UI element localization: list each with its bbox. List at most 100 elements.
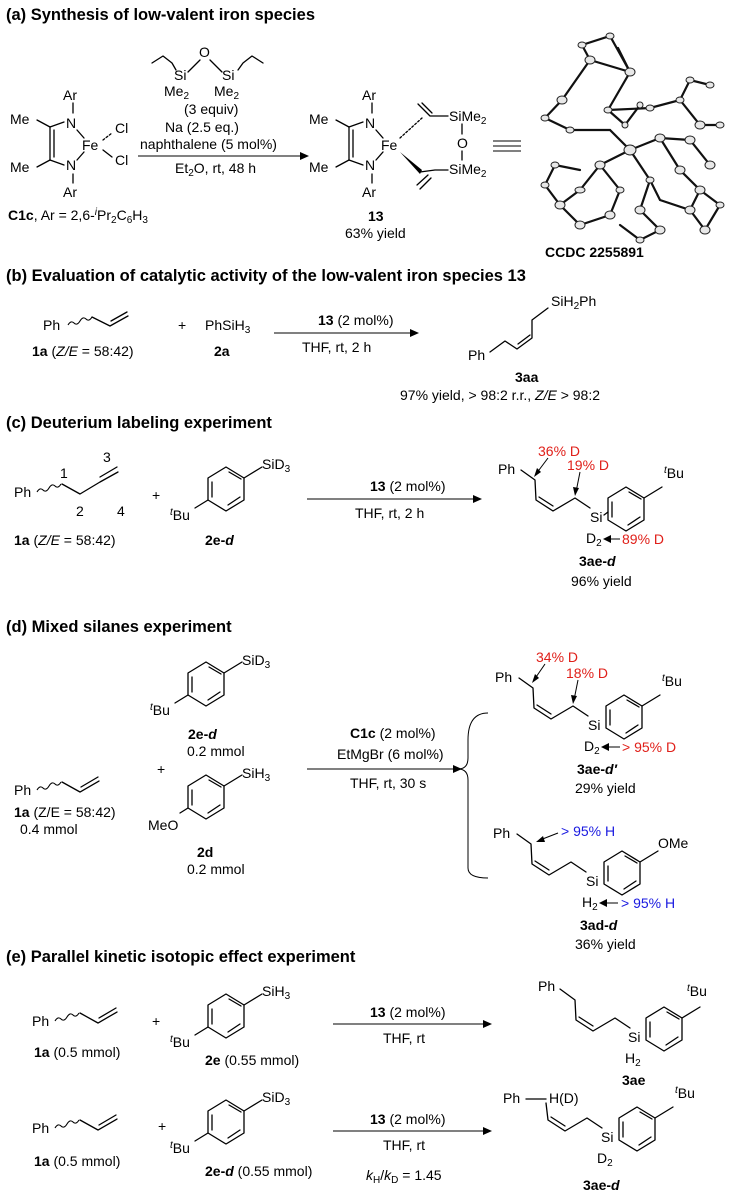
product-bracket: [457, 712, 489, 879]
svg-text:Si: Si: [588, 717, 600, 733]
compound-13-label: 13: [368, 208, 384, 224]
svg-text:4: 4: [117, 503, 125, 519]
conditions-c: THF, rt, 2 h: [355, 505, 424, 521]
svg-text:Si: Si: [601, 1129, 613, 1145]
svg-text:Ar: Ar: [362, 184, 376, 200]
svg-text:Cl: Cl: [115, 120, 128, 136]
svg-text:SiMe2: SiMe2: [449, 161, 487, 180]
label-89D: 89% D: [622, 531, 664, 547]
catalyst-e1: 13 (2 mol%): [370, 1004, 445, 1020]
label-1a-e2: 1a (0.5 mmol): [34, 1153, 120, 1169]
label-1a-d: 1a (Z/E = 58:42): [14, 804, 116, 820]
label-3aa: 3aa: [515, 369, 539, 385]
svg-text:Cl: Cl: [115, 152, 128, 168]
svg-text:Ph: Ph: [14, 782, 31, 798]
yield-3ad-d: 36% yield: [575, 936, 636, 952]
svg-text:H(D): H(D): [549, 1090, 579, 1106]
svg-text:tBu: tBu: [170, 507, 190, 523]
amount-2d: 0.2 mmol: [187, 861, 245, 877]
svg-text:N: N: [365, 115, 375, 131]
compound-13-structure: Ar N Fe N Ar Me Me SiMe2 O SiMe2: [309, 87, 487, 200]
svg-text:SiD3: SiD3: [262, 1089, 291, 1108]
svg-text:N: N: [66, 115, 76, 131]
svg-text:Si: Si: [586, 873, 598, 889]
catalyst-d: C1c (2 mol%): [350, 725, 436, 741]
crystal-structure-ortep: [540, 32, 725, 244]
label-95D: > 95% D: [622, 739, 676, 755]
catalyst-c: 13 (2 mol%): [370, 478, 445, 494]
product-3ae-d-prime: Ph Si tBu D2: [495, 663, 682, 757]
silane-2d: SiH3 MeO: [148, 765, 271, 833]
label-18D: 18% D: [566, 665, 608, 681]
label-3ae-d-e: 3ae-d: [583, 1177, 620, 1193]
substrate-1a-c: Ph 1 3 2 4: [14, 449, 125, 519]
svg-text:D2: D2: [597, 1150, 613, 1169]
svg-text:H2: H2: [625, 1050, 641, 1069]
svg-text:tBu: tBu: [662, 673, 682, 689]
conditions-e2: THF, rt: [383, 1137, 425, 1153]
equivalence-symbol: [493, 140, 521, 152]
svg-text:D2: D2: [586, 530, 602, 549]
label-95H-b: > 95% H: [621, 895, 675, 911]
yield-3ae-d-prime: 29% yield: [575, 780, 636, 796]
catalyst-b: 13 (2 mol%): [318, 312, 393, 328]
c1c-caption: C1c, Ar = 2,6-iPr2C6H3: [8, 207, 148, 226]
svg-text:Si: Si: [628, 1029, 640, 1045]
svg-text:SiH2Ph: SiH2Ph: [551, 293, 596, 312]
label-2a: 2a: [214, 343, 230, 359]
section-c-title: (c) Deuterium labeling experiment: [6, 414, 272, 432]
plus-e2: +: [158, 1118, 166, 1134]
svg-text:Ph: Ph: [43, 317, 60, 333]
section-e-title: (e) Parallel kinetic isotopic effect exp…: [6, 948, 356, 966]
label-3ae-d-c: 3ae-d: [579, 553, 616, 569]
svg-text:OMe: OMe: [658, 835, 689, 851]
label-36D: 36% D: [538, 443, 580, 459]
svg-text:O: O: [457, 135, 468, 151]
c1c-structure: Ar N Fe N Ar Me Me Cl Cl: [10, 87, 128, 200]
svg-text:Si: Si: [222, 67, 234, 83]
conditions-d: THF, rt, 30 s: [350, 775, 426, 791]
svg-text:2: 2: [76, 503, 84, 519]
reagent-equiv: (3 equiv): [184, 101, 238, 117]
silane-2e-d-d: SiD3 tBu: [150, 652, 271, 718]
conditions-a: Et2O, rt, 48 h: [175, 160, 256, 179]
label-2e-d-e: 2e-d (0.55 mmol): [205, 1163, 312, 1179]
svg-text:Fe: Fe: [381, 137, 398, 153]
svg-text:Me: Me: [10, 111, 30, 127]
kie-value: kH/kD = 1.45: [366, 1167, 442, 1186]
svg-text:tBu: tBu: [170, 1140, 190, 1156]
silane-2a: PhSiH3: [205, 317, 251, 336]
plus-e1: +: [152, 1013, 160, 1029]
reagent-naphthalene: naphthalene (5 mol%): [140, 136, 277, 152]
svg-text:1: 1: [60, 465, 68, 481]
amount-1a-d: 0.4 mmol: [20, 821, 78, 837]
label-3ae: 3ae: [622, 1072, 646, 1088]
product-3ad-d: Ph Si OMe H2: [493, 825, 689, 913]
substrate-1a-b: Ph: [43, 311, 129, 333]
svg-text:Ph: Ph: [498, 461, 515, 477]
product-3aa: Ph SiH2Ph: [468, 293, 596, 363]
substrate-1a-e2: Ph: [32, 1114, 118, 1136]
yield-3ae-d-c: 96% yield: [571, 573, 632, 589]
svg-text:Me: Me: [309, 111, 329, 127]
svg-text:Ar: Ar: [63, 87, 77, 103]
svg-text:SiD3: SiD3: [242, 652, 271, 671]
label-3ae-d-prime: 3ae-d′: [577, 761, 618, 777]
reagent-na: Na (2.5 eq.): [165, 119, 239, 135]
svg-text:SiMe2: SiMe2: [449, 108, 487, 127]
svg-text:D2: D2: [584, 738, 600, 757]
svg-text:Ph: Ph: [495, 669, 512, 685]
svg-text:SiH3: SiH3: [262, 983, 291, 1002]
svg-text:Ph: Ph: [538, 978, 555, 994]
section-a-title: (a) Synthesis of low-valent iron species: [6, 6, 315, 24]
svg-text:N: N: [66, 157, 76, 173]
svg-text:Me: Me: [10, 159, 30, 175]
svg-text:Si: Si: [590, 509, 602, 525]
svg-text:SiD3: SiD3: [262, 456, 291, 475]
silane-2e-d-e: SiD3 tBu: [170, 1089, 291, 1156]
plus-b: +: [178, 317, 186, 333]
svg-text:Me2: Me2: [164, 83, 189, 102]
label-1a-b: 1a (Z/E = 58:42): [32, 343, 134, 359]
svg-text:Me2: Me2: [214, 83, 239, 102]
silane-2e-d-c: SiD3 tBu: [170, 456, 291, 523]
